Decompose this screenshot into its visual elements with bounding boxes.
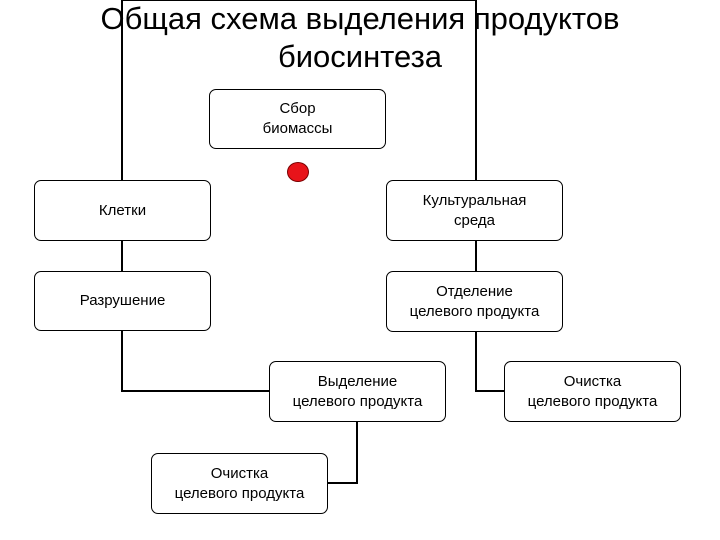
connector-disruption-isolation: [121, 330, 270, 392]
red-marker-dot: [287, 162, 309, 182]
node-label: Разрушение: [79, 292, 166, 309]
node-label-line-2: среда: [454, 211, 495, 229]
node-label-line-1: Культуральная: [422, 191, 527, 209]
node-label-line-1: Отделение: [436, 282, 513, 300]
connector-isolation-purification: [327, 421, 358, 484]
title-line-2: биосинтеза: [277, 39, 443, 74]
node-label-line-2: целевого продукта: [292, 392, 423, 410]
node-label-line-1: Очистка: [563, 372, 622, 390]
node-label: Клетки: [98, 201, 147, 219]
node-disruption: Разрушение: [34, 271, 211, 331]
title-line-1: Общая схема выделения продуктов: [100, 1, 620, 36]
connector-separation-purification: [475, 331, 505, 392]
node-purification-right: Очистка целевого продукта: [504, 361, 681, 422]
node-separation: Отделение целевого продукта: [386, 271, 563, 332]
node-cells: Клетки: [34, 180, 211, 241]
node-label-line-2: целевого продукта: [527, 392, 658, 410]
diagram-title: Общая схема выделения продуктов биосинте…: [0, 0, 720, 76]
node-label-line-2: целевого продукта: [174, 484, 305, 502]
node-label-line-1: Очистка: [210, 464, 269, 482]
node-label-line-1: Выделение: [317, 372, 398, 390]
node-purification-bottom: Очистка целевого продукта: [151, 453, 328, 514]
node-culture-medium: Культуральная среда: [386, 180, 563, 241]
node-label-line-2: целевого продукта: [409, 302, 540, 320]
node-biomass-collection: Сбор биомассы: [209, 89, 386, 149]
node-label-line-2: биомассы: [262, 120, 333, 137]
node-isolation: Выделение целевого продукта: [269, 361, 446, 422]
node-label-line-1: Сбор: [279, 100, 316, 117]
